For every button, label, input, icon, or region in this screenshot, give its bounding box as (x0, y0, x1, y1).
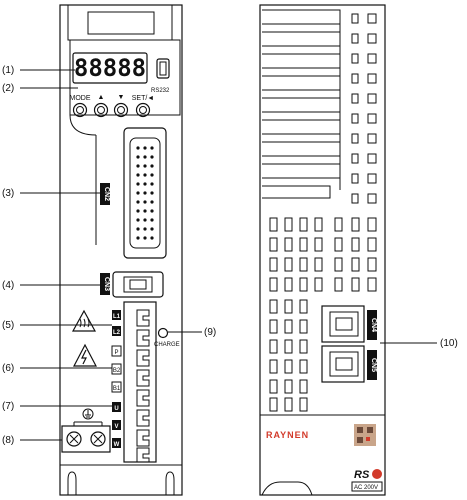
terminal-label-l2: L2 (113, 330, 121, 336)
rs2-logo: RS (354, 469, 382, 481)
terminal-label-u: U (114, 406, 118, 412)
voltage-badge (351, 481, 383, 492)
callout-7: (7) (2, 401, 14, 412)
terminal-label-p: P (114, 350, 118, 356)
cn5-port[interactable] (321, 345, 365, 383)
mode-button-label: MODE (70, 95, 91, 102)
cn4-tag (367, 310, 377, 340)
up-button[interactable] (93, 102, 109, 118)
side-body-outline (259, 4, 386, 496)
lower-vent-grid (269, 217, 377, 412)
hot-surface-warning-icon (71, 309, 97, 332)
power-terminal-block[interactable] (123, 301, 157, 463)
qr-code-icon (354, 424, 376, 446)
callout-9: (9) (204, 327, 216, 338)
cn3-tag (100, 273, 110, 295)
callout-1: (1) (2, 65, 14, 76)
top-mount-slot (87, 11, 155, 35)
terminal-tag-b1 (111, 381, 122, 393)
front-body-outline (59, 4, 183, 496)
svg-text:88888: 88888 (74, 54, 146, 82)
down-button[interactable] (113, 102, 129, 118)
bottom-slot-right (165, 471, 175, 495)
callouts: (1) (2) (3) (4) (5) (6) (7) (8) (9) (10) (2, 65, 458, 446)
mode-button[interactable] (72, 102, 88, 118)
cn2-connector[interactable] (123, 127, 167, 259)
cn2-tag (100, 183, 110, 205)
terminal-tag-u (112, 402, 121, 412)
svg-text:RS: RS (354, 469, 370, 481)
top-vent-slots (351, 13, 377, 204)
cn4-label: CN4 (370, 318, 377, 332)
terminal-tag-l2 (112, 326, 121, 336)
rs232-port[interactable] (156, 58, 170, 79)
terminal-label-v: V (114, 424, 118, 430)
rs232-label: RS232 (151, 88, 170, 94)
terminal-tag-v (112, 420, 121, 430)
terminal-tag-l1 (112, 310, 121, 320)
terminal-tag-p (111, 345, 122, 357)
front-view: 88888 RS232 MODE ▲ ▼ SET/◄ (59, 4, 183, 496)
terminal-tag-b2 (111, 363, 122, 375)
bottom-slot-left (67, 471, 77, 495)
terminal-label-b1: B1 (113, 386, 121, 392)
side-view: CN4 CN5 RAYNEN RS AC 200V (259, 4, 386, 496)
seven-segment-display: 88888 (72, 52, 148, 84)
ground-screw-terminal[interactable] (61, 425, 111, 453)
panel-curve (69, 114, 97, 136)
terminal-tag-w (112, 438, 121, 448)
callout-3: (3) (2, 188, 14, 199)
callout-10: (10) (440, 338, 458, 349)
ground-icon (82, 408, 94, 420)
up-button-label: ▲ (98, 94, 105, 101)
side-bottom-curve (261, 481, 313, 496)
cn2-label: CN2 (103, 187, 110, 201)
ground-bracket (73, 421, 103, 426)
callout-5: (5) (2, 320, 14, 331)
cn4-port[interactable] (321, 305, 365, 343)
top-mount-tab (67, 5, 173, 41)
cn3-label: CN3 (103, 277, 110, 291)
set-button-label: SET/◄ (132, 95, 155, 102)
callout-4: (4) (2, 280, 14, 291)
callout-2: (2) (2, 83, 14, 94)
brand-logo: RAYNEN (266, 430, 309, 440)
terminal-label-w: W (114, 442, 120, 448)
set-button[interactable] (135, 102, 151, 118)
charge-led (157, 327, 169, 339)
cn5-tag (367, 350, 377, 380)
callout-6: (6) (2, 363, 14, 374)
terminal-label-b2: B2 (113, 368, 121, 374)
cn3-connector[interactable] (112, 271, 164, 298)
cn5-label: CN5 (370, 358, 377, 372)
voltage-label: AC 200V (354, 485, 378, 491)
callout-8: (8) (2, 435, 14, 446)
terminal-label-l1: L1 (113, 314, 121, 320)
heatsink-fins (262, 9, 341, 199)
down-button-label: ▼ (118, 94, 125, 101)
electric-shock-warning-icon (73, 343, 97, 367)
charge-label: CHARGE (154, 342, 180, 348)
